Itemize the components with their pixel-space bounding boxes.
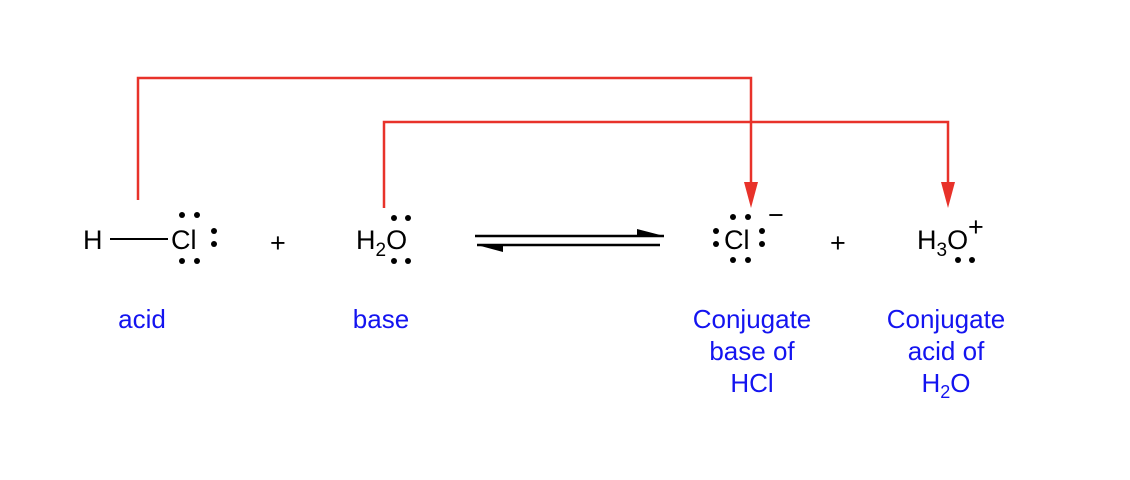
subscript: 3 (937, 240, 948, 261)
plus-sign: + (270, 228, 286, 258)
lone-pairs (713, 214, 765, 263)
svg-text:H2O: H2O (921, 368, 970, 402)
svg-text:H2O: H2O (356, 225, 407, 261)
svg-text:acid of: acid of (908, 336, 985, 366)
hcl-structure: H Cl (83, 212, 217, 264)
lone-pairs (179, 212, 217, 264)
svg-text:H3O: H3O (917, 225, 968, 261)
chlorine-atom: Cl (171, 225, 197, 255)
svg-text:base of: base of (709, 336, 795, 366)
oxygen-atom: O (386, 225, 407, 255)
svg-text:Conjugate: Conjugate (693, 304, 812, 334)
label-base: base (353, 304, 409, 334)
hydronium-structure: H3O + (917, 212, 984, 263)
proton-transfer-arrow-h2o-to-h3o (382, 120, 955, 208)
lone-pairs (391, 215, 411, 264)
h2o-structure: H2O (356, 215, 411, 264)
hydrogen-atom: H (83, 225, 103, 255)
chlorine-atom: Cl (724, 225, 750, 255)
label-acid: acid (118, 304, 166, 334)
hydrogen-atom: H (917, 225, 937, 255)
oxygen-atom: O (947, 225, 968, 255)
proton-transfer-arrow-hcl-to-cl (136, 76, 758, 208)
plus-sign: + (830, 228, 846, 258)
label-conjugate-base: Conjugate base of HCl (693, 304, 812, 398)
equilibrium-arrow-icon (475, 229, 664, 252)
svg-text:HCl: HCl (730, 368, 773, 398)
negative-charge: − (768, 200, 784, 230)
subscript: 2 (376, 240, 387, 261)
label-conjugate-acid: Conjugate acid of H2O (887, 304, 1006, 402)
svg-text:Conjugate: Conjugate (887, 304, 1006, 334)
hydrogen-atom: H (356, 225, 376, 255)
lone-pair (955, 257, 975, 263)
positive-charge: + (968, 212, 984, 242)
chloride-structure: Cl − (713, 200, 784, 263)
